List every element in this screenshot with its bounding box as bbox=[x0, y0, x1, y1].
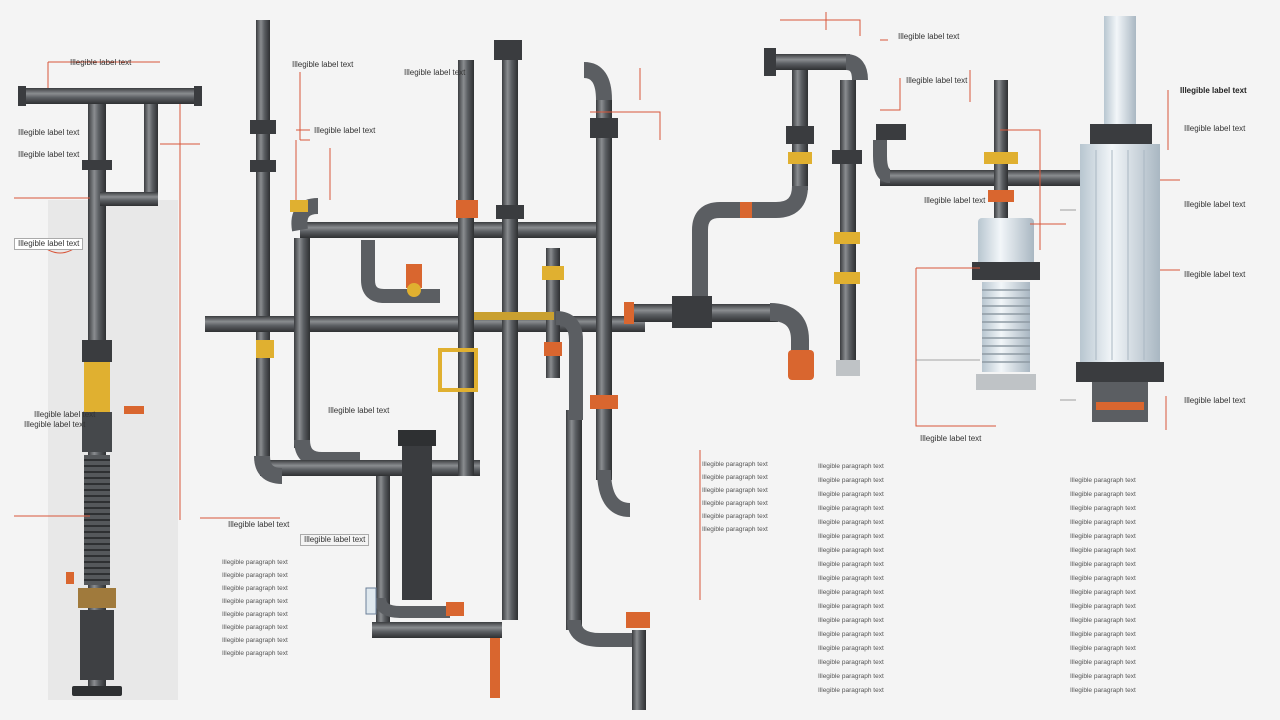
text-line: Illegible paragraph text bbox=[818, 589, 884, 596]
right-filter-assembly bbox=[873, 16, 1164, 422]
center-pipe-network bbox=[205, 20, 650, 710]
text-line: Illegible paragraph text bbox=[702, 487, 768, 494]
text-line: Illegible paragraph text bbox=[818, 561, 884, 568]
left-vertical-assembly bbox=[18, 86, 202, 696]
text-line: Illegible paragraph text bbox=[222, 559, 288, 566]
text-line: Illegible paragraph text bbox=[818, 659, 884, 666]
dimension-lines bbox=[916, 209, 1076, 401]
text-line: Illegible paragraph text bbox=[818, 687, 884, 694]
text-line: Illegible paragraph text bbox=[222, 650, 288, 657]
leader-lines bbox=[14, 12, 1180, 600]
label-center-low: Illegible label text bbox=[328, 406, 390, 415]
text-line: Illegible paragraph text bbox=[1070, 561, 1136, 568]
label-right-side-5: Illegible label text bbox=[1184, 396, 1246, 405]
text-line: Illegible paragraph text bbox=[818, 547, 884, 554]
text-line: Illegible paragraph text bbox=[1070, 491, 1136, 498]
text-block-center-notes: Illegible paragraph text Illegible parag… bbox=[702, 458, 792, 536]
label-center-top-2: Illegible label text bbox=[404, 68, 466, 77]
text-line: Illegible paragraph text bbox=[1070, 589, 1136, 596]
text-line: Illegible paragraph text bbox=[1070, 673, 1136, 680]
text-line: Illegible paragraph text bbox=[1070, 645, 1136, 652]
label-center-bottom-1: Illegible label text bbox=[228, 520, 290, 529]
text-line: Illegible paragraph text bbox=[702, 461, 768, 468]
text-line: Illegible paragraph text bbox=[1070, 505, 1136, 512]
text-line: Illegible paragraph text bbox=[1070, 547, 1136, 554]
label-center-mid: Illegible label text bbox=[314, 126, 376, 135]
text-line: Illegible paragraph text bbox=[818, 631, 884, 638]
text-line: Illegible paragraph text bbox=[702, 526, 768, 533]
text-line: Illegible paragraph text bbox=[222, 611, 288, 618]
text-line: Illegible paragraph text bbox=[818, 491, 884, 498]
label-right-top-2: Illegible label text bbox=[906, 76, 968, 85]
text-line: Illegible paragraph text bbox=[702, 500, 768, 507]
text-line: Illegible paragraph text bbox=[222, 572, 288, 579]
text-line: Illegible paragraph text bbox=[1070, 477, 1136, 484]
text-line: Illegible paragraph text bbox=[1070, 519, 1136, 526]
text-line: Illegible paragraph text bbox=[1070, 631, 1136, 638]
text-line: Illegible paragraph text bbox=[222, 637, 288, 644]
label-right-top-1: Illegible label text bbox=[898, 32, 960, 41]
text-line: Illegible paragraph text bbox=[222, 598, 288, 605]
text-line: Illegible paragraph text bbox=[818, 533, 884, 540]
upper-right-pipe-assembly bbox=[624, 48, 868, 380]
text-line: Illegible paragraph text bbox=[222, 585, 288, 592]
text-line: Illegible paragraph text bbox=[818, 477, 884, 484]
text-block-right-col-2: Illegible paragraph text Illegible parag… bbox=[1070, 474, 1250, 698]
label-left-lower-1: Illegible label text bbox=[34, 410, 96, 419]
label-center-top-1: Illegible label text bbox=[292, 60, 354, 69]
label-right-side-3: Illegible label text bbox=[1184, 200, 1246, 209]
label-left-mid: Illegible label text bbox=[14, 238, 84, 250]
text-line: Illegible paragraph text bbox=[1070, 533, 1136, 540]
text-line: Illegible paragraph text bbox=[1070, 603, 1136, 610]
text-line: Illegible paragraph text bbox=[1070, 659, 1136, 666]
label-left-lower-2: Illegible label text bbox=[24, 420, 86, 429]
text-line: Illegible paragraph text bbox=[702, 513, 768, 520]
label-right-side-1: Illegible label text bbox=[1180, 86, 1247, 95]
text-line: Illegible paragraph text bbox=[1070, 617, 1136, 624]
text-block-left-notes: Illegible paragraph text Illegible parag… bbox=[222, 556, 392, 660]
text-line: Illegible paragraph text bbox=[818, 617, 884, 624]
label-left-block-1: Illegible label text bbox=[18, 128, 80, 137]
text-line: Illegible paragraph text bbox=[222, 624, 288, 631]
text-line: Illegible paragraph text bbox=[818, 645, 884, 652]
text-line: Illegible paragraph text bbox=[702, 474, 768, 481]
label-center-bottom-2: Illegible label text bbox=[300, 534, 370, 546]
text-line: Illegible paragraph text bbox=[818, 463, 884, 470]
text-line: Illegible paragraph text bbox=[1070, 575, 1136, 582]
text-line: Illegible paragraph text bbox=[818, 575, 884, 582]
label-left-block-2: Illegible label text bbox=[18, 150, 80, 159]
label-right-side-4: Illegible label text bbox=[1184, 270, 1246, 279]
label-right-mid: Illegible label text bbox=[924, 196, 986, 205]
text-line: Illegible paragraph text bbox=[818, 673, 884, 680]
text-line: Illegible paragraph text bbox=[1070, 687, 1136, 694]
text-line: Illegible paragraph text bbox=[818, 603, 884, 610]
label-right-side-2: Illegible label text bbox=[1184, 124, 1246, 133]
label-top-left: Illegible label text bbox=[70, 58, 132, 67]
left-corrugated-hose bbox=[84, 455, 110, 585]
text-block-right-col-1: Illegible paragraph text Illegible parag… bbox=[818, 460, 1028, 698]
label-right-filter-base: Illegible label text bbox=[920, 434, 982, 443]
text-line: Illegible paragraph text bbox=[818, 519, 884, 526]
text-line: Illegible paragraph text bbox=[818, 505, 884, 512]
